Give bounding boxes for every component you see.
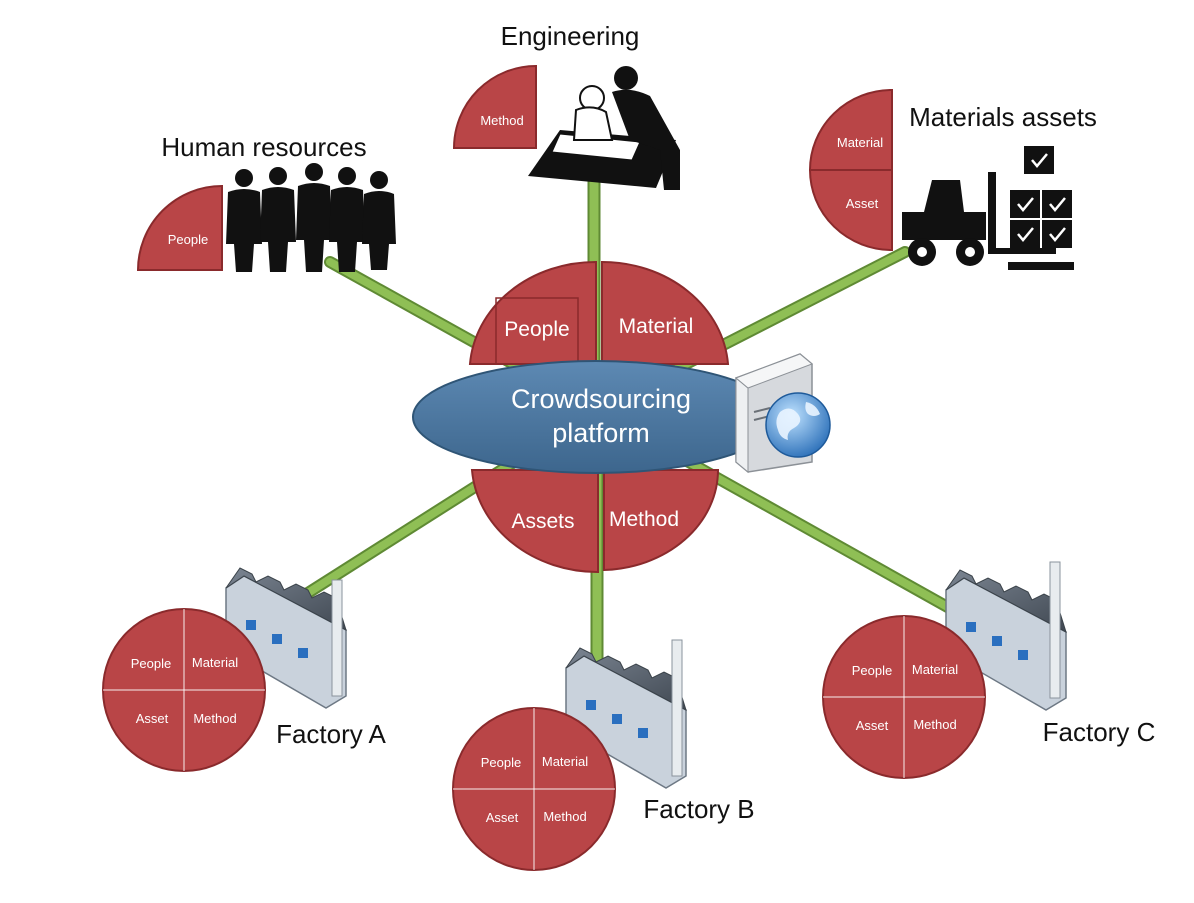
factory-c-method: Method xyxy=(913,717,956,732)
hub-label-method: Method xyxy=(609,508,679,531)
factory-a-asset: Asset xyxy=(136,711,169,726)
human-resources-segment-label: People xyxy=(168,232,208,247)
factory-a-material: Material xyxy=(192,655,238,670)
factory-a-circle: People Material Asset Method xyxy=(102,608,266,772)
hub-segment-people xyxy=(468,260,597,365)
factory-a-title: Factory A xyxy=(276,719,386,749)
engineering-segment: Method xyxy=(452,64,537,149)
hub-label-people: People xyxy=(504,318,569,341)
server-globe-icon xyxy=(735,353,831,474)
hub-label-material: Material xyxy=(619,315,694,338)
factory-c-icon xyxy=(945,561,1067,711)
factory-a-people: People xyxy=(131,656,171,671)
hub-label-assets: Assets xyxy=(511,510,574,533)
factory-c-material: Material xyxy=(912,662,958,677)
hub-segment-material xyxy=(601,260,730,365)
platform-label-line1: Crowdsourcing xyxy=(511,384,691,414)
materials-segment-bottom-label: Asset xyxy=(846,196,879,211)
factory-a-method: Method xyxy=(193,711,236,726)
factory-b-method: Method xyxy=(543,809,586,824)
factory-c-title: Factory C xyxy=(1043,717,1156,747)
human-resources-title: Human resources xyxy=(161,132,366,162)
factory-b-circle: People Material Asset Method xyxy=(452,707,616,871)
factory-c-circle: People Material Asset Method xyxy=(822,615,986,779)
hub-segments xyxy=(468,260,730,574)
engineering-title: Engineering xyxy=(501,21,640,51)
hub-segment-assets xyxy=(470,469,599,574)
materials-segment-top-label: Material xyxy=(837,135,883,150)
people-silhouettes-icon xyxy=(226,163,396,272)
hub-segment-method xyxy=(603,469,720,572)
forklift-icon xyxy=(902,146,1074,270)
factory-b-material: Material xyxy=(542,754,588,769)
platform-label-line2: platform xyxy=(552,418,650,448)
factory-b-asset: Asset xyxy=(486,810,519,825)
factory-c-asset: Asset xyxy=(856,718,889,733)
factory-b-title: Factory B xyxy=(643,794,754,824)
factory-b-people: People xyxy=(481,755,521,770)
factory-a-icon xyxy=(225,567,347,709)
factory-c-people: People xyxy=(852,663,892,678)
platform-ellipse xyxy=(412,360,780,474)
materials-title: Materials assets xyxy=(909,102,1097,132)
engineers-icon xyxy=(528,66,680,190)
engineering-segment-label: Method xyxy=(480,113,523,128)
human-resources-segment: People xyxy=(136,184,223,271)
materials-segment: Material Asset xyxy=(808,88,893,252)
